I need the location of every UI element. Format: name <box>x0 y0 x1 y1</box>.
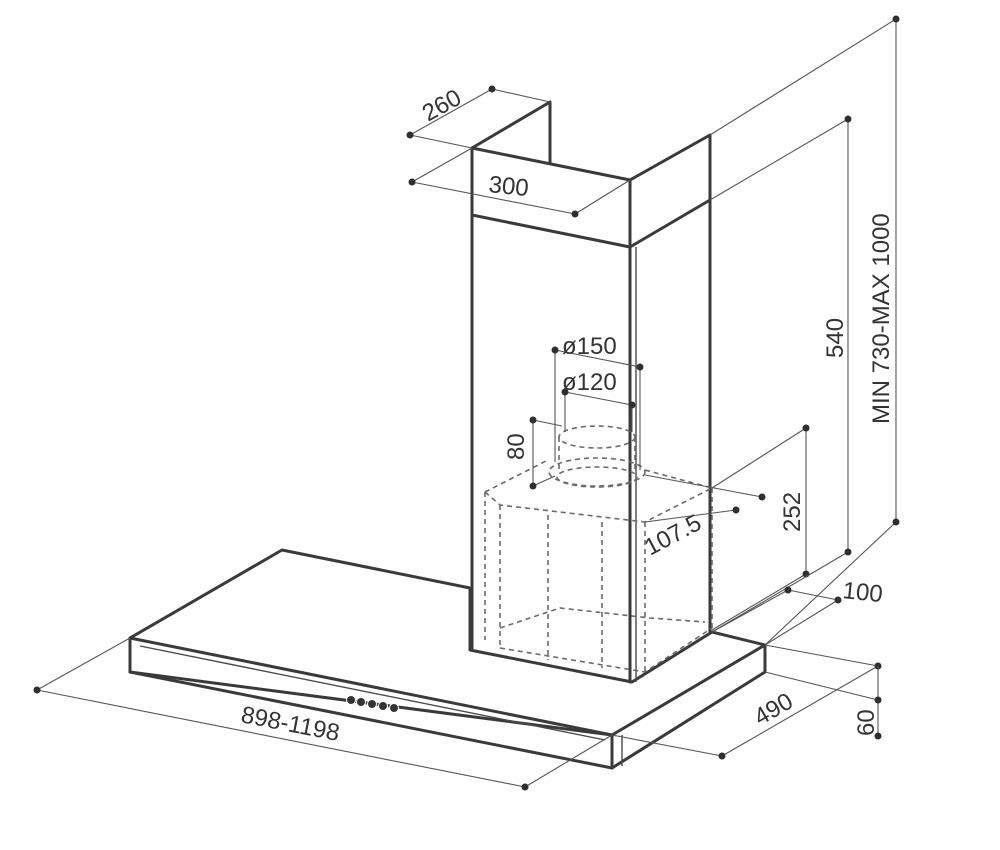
canopy-front-bottom-edge <box>128 670 614 770</box>
motor-height-label: 252 <box>779 492 806 532</box>
chimney-top-back <box>470 100 552 164</box>
collar-height-label: 80 <box>503 433 530 460</box>
dim-120-end-b <box>628 401 636 409</box>
dim-width-ext-a <box>36 637 131 691</box>
dimension-motor-height: 252 <box>711 424 810 631</box>
canopy-front-top-edge <box>128 636 614 737</box>
canopy-top-surface <box>128 548 767 737</box>
motor-box-base <box>499 607 706 629</box>
dim-100-line <box>787 589 839 601</box>
dim-150-end-b <box>636 363 644 371</box>
dim-total-ext-a <box>709 18 897 136</box>
dim-total-end-a <box>892 15 900 23</box>
chimney-width-label: 300 <box>487 171 530 202</box>
outlet-offset-label: 107.5 <box>640 509 706 561</box>
control-button-1[interactable] <box>346 695 356 705</box>
dim-100-end-b <box>834 596 842 604</box>
dim-252-ext-a <box>711 427 807 489</box>
dim-540-end-a <box>844 115 852 123</box>
dim-80-ext-a <box>532 419 563 427</box>
control-buttons <box>346 695 399 713</box>
hood-offset-label: 100 <box>841 577 884 608</box>
dim-1075-end-a <box>758 493 766 501</box>
outlet-dia-small-label: ø120 <box>562 369 617 396</box>
dim-300-ext-a <box>411 147 473 183</box>
control-button-5[interactable] <box>389 703 399 713</box>
hood-thickness-label: 60 <box>853 709 880 736</box>
control-button-4[interactable] <box>378 701 388 711</box>
dim-width-ext-b <box>524 734 613 788</box>
dimension-total-height: MIN 730-MAX 1000 <box>709 15 900 646</box>
chimney-depth-label: 260 <box>418 84 466 127</box>
outlet-dia-large-label: ø150 <box>562 333 617 360</box>
hood-depth-label: 490 <box>750 688 798 731</box>
dimension-outlet-diameter: ø150 ø120 <box>551 333 644 470</box>
dim-total-end-b <box>892 518 900 526</box>
dim-100-end-a <box>784 586 792 594</box>
dimension-outlet-offset: 107.5 <box>640 474 766 561</box>
dim-120-end-a <box>561 388 569 396</box>
dim-150-end-a <box>551 346 559 354</box>
dim-260-ext-a <box>409 134 473 149</box>
hidden-motor-unit <box>484 425 713 673</box>
control-button-3[interactable] <box>367 699 377 709</box>
dim-60-ext <box>764 671 879 701</box>
dim-width-line <box>36 689 526 788</box>
dim-total-ext-b <box>764 521 897 646</box>
dim-60-end-a <box>874 696 882 704</box>
hood-canopy <box>128 548 767 770</box>
dim-1075-line <box>644 509 737 523</box>
motor-box-top <box>484 487 713 523</box>
dimension-hood-depth: 490 <box>611 644 882 760</box>
dimension-chimney-width: 300 <box>408 147 631 218</box>
dimension-hood-offset: 100 <box>711 577 884 646</box>
dim-490-end-a <box>718 752 726 760</box>
dim-80-end-b <box>529 482 537 490</box>
dim-260-line <box>409 88 493 136</box>
dim-260-end-a <box>406 131 414 139</box>
motor-box-bottom <box>499 627 713 673</box>
dim-width-end-b <box>521 783 529 791</box>
control-button-2[interactable] <box>356 697 366 707</box>
dim-150-line <box>554 349 641 368</box>
canopy-trim-line <box>139 645 606 741</box>
dimension-hood-thickness: 60 <box>764 666 882 740</box>
chimney-cover-seam <box>470 198 712 249</box>
dim-260-end-b <box>488 85 496 93</box>
dim-60-end-b <box>874 732 882 740</box>
motor-box-back-left <box>484 459 549 493</box>
dim-300-line <box>411 181 576 215</box>
dim-100-ext-a <box>711 589 789 633</box>
dim-1075-ext <box>644 474 763 498</box>
dim-490-line <box>721 665 879 757</box>
chimney-height-label: 540 <box>822 318 849 358</box>
dim-490-ext-a <box>764 644 879 667</box>
dim-300-ext-b <box>574 179 631 215</box>
dim-540-ext-b <box>711 551 849 633</box>
dim-540-end-b <box>844 548 852 556</box>
collar-top-ellipse <box>558 425 636 449</box>
dim-252-end-a <box>802 424 810 432</box>
dimension-collar-height: 80 <box>503 416 563 490</box>
dim-width-end-a <box>33 686 41 694</box>
dim-80-end-a <box>529 416 537 424</box>
dim-540-ext-a <box>709 118 849 201</box>
dimension-chimney-height: 540 <box>709 115 852 633</box>
dim-1075-end-b <box>732 506 740 514</box>
dim-120-line <box>564 391 633 406</box>
dim-260-ext-b <box>491 88 551 103</box>
outlet-ring-inner <box>556 466 638 488</box>
dim-80-ext-b <box>532 475 556 487</box>
dim-100-ext-b <box>764 599 839 646</box>
dim-490-ext-b <box>611 734 723 757</box>
dim-300-end-b <box>571 210 579 218</box>
dim-252-ext-b <box>711 573 807 631</box>
dim-300-end-a <box>408 178 416 186</box>
total-height-label: MIN 730-MAX 1000 <box>868 213 895 424</box>
outlet-ring-outer <box>548 457 646 487</box>
